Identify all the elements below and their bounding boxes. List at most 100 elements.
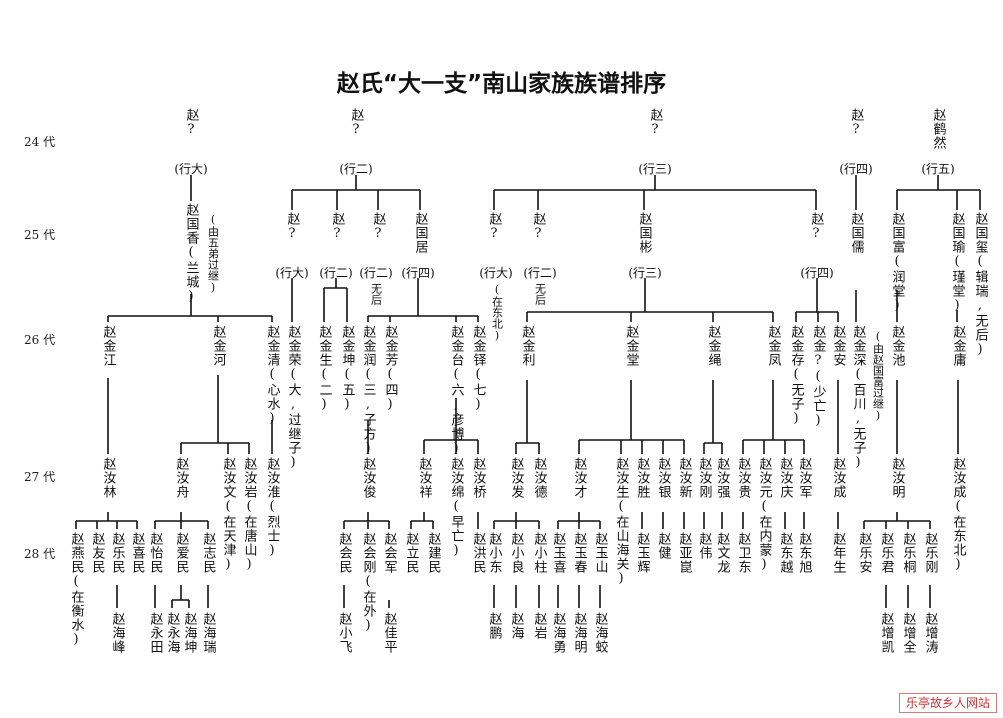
gen27-name-g6: 赵汝俊 [360,457,376,499]
gen27-name-g16: 赵汝新 [676,457,692,499]
gen27-name-g19: 赵汝贵 [735,457,751,499]
gen28-name-h4: 赵喜民 [129,532,145,574]
gen25-name-c3: 赵国彬 [636,212,652,254]
gen28-name-h1: 赵燕民(在衡水) [68,532,84,648]
gen25-name-a1: 赵国香(兰城) [183,203,199,305]
gen26-name-c3w: 赵金利 [519,325,535,367]
gen24-rank-b: (行二) [339,162,373,176]
gen24-name-b: 赵? [348,108,364,138]
gen29-name-i4: 赵海坤 [181,612,197,654]
gen26-name-b1x: 赵金荣(大,过继子) [285,325,301,471]
gen26-name-c4z: 赵金安 [830,325,846,367]
gen28-name-h24: 赵文龙 [714,532,730,574]
gen28-name-h9: 赵会刚(在外) [360,532,376,634]
generation-label-28: 28 代 [24,547,56,561]
gen26-name-b4y: 赵金芳(四) [382,325,398,413]
gen25-rank-b1: (行大) [275,266,309,280]
gen28-name-h10: 赵会军 [381,532,397,574]
gen25-name-b4: 赵国居 [412,212,428,254]
gen27-name-g1: 赵汝林 [100,457,116,499]
gen27-name-g24: 赵汝明 [889,457,905,499]
gen26-name-b2x: 赵金生(二) [316,325,332,413]
generation-label-26: 26 代 [24,333,56,347]
gen25-note-c1: (在东北) [490,283,504,342]
gen25-rank-c3: (行三) [628,266,662,280]
gen29-name-i11: 赵海勇 [550,612,566,654]
gen28-name-h26: 赵东越 [777,532,793,574]
gen28-name-h15: 赵小良 [508,532,524,574]
gen27-name-g9: 赵汝桥 [470,457,486,499]
gen27-name-g7: 赵汝祥 [416,457,432,499]
gen25-note-a1: (由五弟过继) [206,213,220,294]
gen26-name-d1x: 赵金深(百川,无子) [850,325,866,471]
gen27-name-g23: 赵汝成 [830,457,846,499]
gen27-name-g3: 赵汝文(在天津) [220,457,236,573]
gen27-name-g10: 赵汝发 [508,457,524,499]
gen28-name-h31: 赵乐桐 [900,532,916,574]
watermark-badge: 乐亭故乡人网站 [898,693,997,713]
gen27-name-g17: 赵汝刚 [696,457,712,499]
gen26-name-c3y: 赵金绳 [705,325,721,367]
gen27-name-g18: 赵汝强 [714,457,730,499]
gen25-name-b2: 赵? [329,212,345,242]
gen26-name-c3z: 赵金凤 [765,325,781,367]
gen25-rank-b4: (行四) [401,266,435,280]
gen29-name-i6: 赵小飞 [336,612,352,654]
gen25-name-c1: 赵? [486,212,502,242]
gen29-name-i8: 赵鹏 [486,612,502,640]
gen29-name-i3: 赵永海 [164,612,180,654]
gen28-name-h32: 赵乐刚 [922,532,938,574]
gen26-name-e1x: 赵金池 [889,325,905,367]
gen29-name-i15: 赵增全 [900,612,916,654]
gen27-name-g13: 赵汝生(在山海关) [613,457,629,587]
gen28-name-h19: 赵玉山 [592,532,608,574]
gen28-name-h14: 赵小东 [486,532,502,574]
gen27-name-g12: 赵汝才 [571,457,587,499]
gen28-name-h3: 赵乐民 [109,532,125,574]
gen25-name-c4: 赵? [808,212,824,242]
gen25-rank-c2: (行二) [523,266,557,280]
gen26-name-c3x: 赵金堂 [623,325,639,367]
gen27-name-g8: 赵汝绵(早亡) [448,457,464,559]
gen28-name-h20: 赵玉辉 [634,532,650,574]
gen29-name-i9: 赵海 [508,612,524,640]
gen29-name-i13: 赵海蛟 [592,612,608,654]
gen26-note-d1x: (由赵国富过继) [871,330,885,422]
gen26-name-a1z: 赵金清(心水) [264,325,280,427]
gen25-name-e3: 赵国玺(辑瑞,无后) [972,212,988,358]
gen25-name-e1: 赵国富(润堂) [889,212,905,314]
gen28-name-h23: 赵伟 [696,532,712,560]
gen25-note-b3: 无后 [369,283,383,305]
gen26-name-c4x: 赵金存(无子) [788,325,804,427]
gen29-name-i16: 赵增涛 [922,612,938,654]
generation-label-25: 25 代 [24,228,56,242]
gen29-name-i1: 赵海峰 [109,612,125,654]
gen25-rank-b3: (行二) [359,266,393,280]
gen25-name-c2: 赵? [530,212,546,242]
gen27-name-g20: 赵汝元(在内蒙) [756,457,772,573]
gen28-name-h6: 赵爱民 [173,532,189,574]
gen26-name-b4w: 赵金铎(七) [470,325,486,413]
gen28-name-h7: 赵志民 [200,532,216,574]
gen25-name-b3: 赵? [370,212,386,242]
gen28-name-h8: 赵会民 [336,532,352,574]
gen28-name-h29: 赵乐安 [856,532,872,574]
gen25-name-d1: 赵国儒 [848,212,864,254]
gen28-name-h18: 赵玉春 [571,532,587,574]
gen28-name-h11: 赵立民 [403,532,419,574]
gen25-rank-c4: (行四) [800,266,834,280]
gen29-name-i2: 赵永田 [147,612,163,654]
gen28-name-h16: 赵小柱 [531,532,547,574]
generation-label-24: 24 代 [24,135,56,149]
gen26-name-b4z: 赵金台(六,彦博) [448,325,464,457]
gen24-rank-d: (行四) [839,162,873,176]
gen26-name-b4x: 赵金润(三,子方) [360,325,376,457]
gen27-name-g14: 赵汝胜 [634,457,650,499]
gen26-name-a1x: 赵金江 [100,325,116,367]
gen28-name-h28: 赵年生 [830,532,846,574]
gen29-name-i14: 赵增凯 [878,612,894,654]
diagram-title: 赵氏“大一支”南山家族族谱排序 [336,71,667,97]
gen24-rank-e: (行五) [921,162,955,176]
gen29-name-i10: 赵岩 [531,612,547,640]
